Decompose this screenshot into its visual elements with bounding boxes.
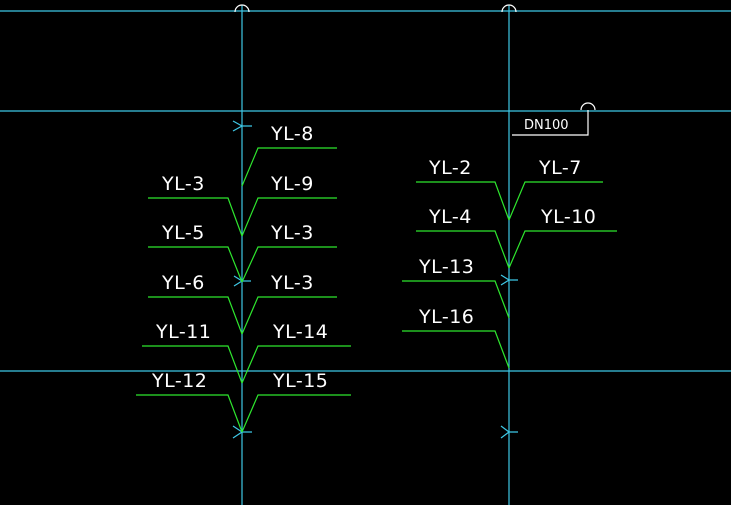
vent-cap-icon-left [234,4,250,13]
label-right-left-2: YL-4 [428,206,472,228]
fitting-icon-right-1 [500,274,518,286]
branch-left-right-1 [241,147,337,187]
label-left-left-1: YL-3 [161,173,205,195]
branch-left-right-3 [241,246,337,283]
branch-right-left-2 [416,230,510,269]
label-left-right-5: YL-14 [272,321,328,343]
branch-left-right-6 [241,394,351,433]
label-left-left-5: YL-12 [151,370,207,392]
label-right-right-2: YL-10 [540,206,596,228]
dn100-tag-frame [512,110,589,136]
label-left-left-2: YL-5 [161,222,205,244]
label-left-right-6: YL-15 [272,370,328,392]
branch-right-left-3 [402,280,510,319]
fitting-icon-left-1 [232,120,252,132]
branch-left-left-5 [136,394,243,433]
label-right-left-4: YL-16 [418,306,474,328]
branch-right-left-4 [402,330,510,369]
label-left-right-1: YL-8 [270,123,314,145]
label-left-right-3: YL-3 [270,222,314,244]
label-left-left-4: YL-11 [155,321,211,343]
branch-left-left-3 [148,296,243,335]
vent-cap-icon-right [501,4,517,13]
label-left-right-4: YL-3 [270,272,314,294]
fitting-icon-right-2 [500,425,518,439]
label-left-right-2: YL-9 [270,173,314,195]
branch-left-right-4 [241,296,337,335]
branch-left-left-2 [148,246,243,283]
label-right-right-1: YL-7 [538,157,582,179]
branch-left-right-2 [241,197,337,237]
branch-right-right-1 [508,181,603,221]
dn100-tag: DN100 [524,118,569,133]
vent-cap-icon-dn100 [580,102,596,111]
branch-left-right-5 [241,345,351,384]
label-left-left-3: YL-6 [161,272,205,294]
label-right-left-3: YL-13 [418,256,474,278]
branch-right-right-2 [508,230,617,269]
branch-left-left-4 [142,345,243,384]
branch-left-left-1 [148,197,243,237]
label-right-left-1: YL-2 [428,157,472,179]
branch-right-left-1 [416,181,510,221]
